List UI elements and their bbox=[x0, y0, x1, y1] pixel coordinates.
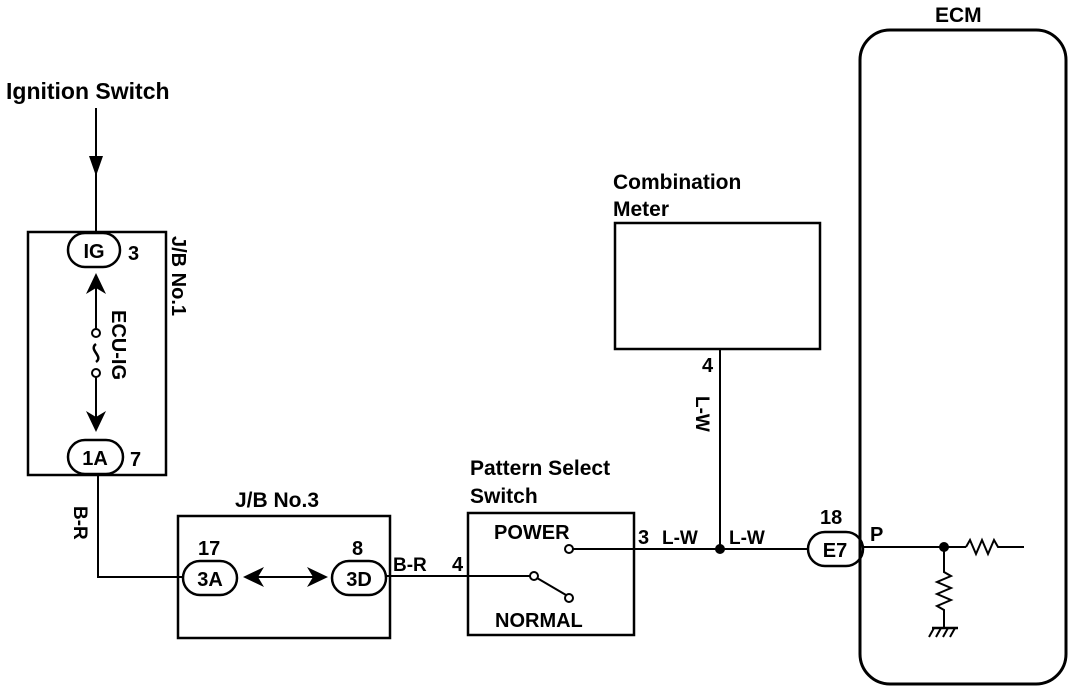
meter-pin: 4 bbox=[702, 355, 714, 377]
connector-1a-label: 1A bbox=[82, 448, 108, 470]
jb3-right-pin: 8 bbox=[352, 538, 363, 560]
switch-title-line2: Switch bbox=[470, 485, 538, 508]
connector-3a bbox=[181, 559, 239, 597]
connector-e7-label: E7 bbox=[823, 540, 847, 562]
switch-power-terminal bbox=[564, 544, 574, 554]
connector-3d-label: 3D bbox=[346, 569, 372, 591]
feed-arrow-icon bbox=[89, 156, 103, 176]
ignition-switch-label: Ignition Switch bbox=[6, 78, 170, 104]
connector-1a bbox=[66, 438, 125, 476]
switch-title-line1: Pattern Select bbox=[470, 457, 610, 480]
chevron-right-icon bbox=[307, 567, 328, 587]
br-wire-1-label: B-R bbox=[69, 506, 90, 540]
resistor-vertical-icon bbox=[934, 547, 954, 628]
chevron-left-icon bbox=[243, 567, 264, 587]
fuse-terminal-top bbox=[91, 328, 101, 338]
combination-meter-box bbox=[613, 221, 822, 351]
ecm-pin: 18 bbox=[820, 507, 842, 529]
switch-power-label: POWER bbox=[494, 522, 570, 544]
jb3-label: J/B No.3 bbox=[235, 489, 319, 512]
connector-3a-label: 3A bbox=[197, 569, 223, 591]
resistor-horizontal-icon bbox=[965, 537, 1024, 557]
switch-out-pin: 3 bbox=[638, 527, 649, 549]
connector-3d bbox=[330, 559, 388, 597]
lw-wire-vertical-label: L-W bbox=[691, 396, 712, 432]
jb3-left-pin: 17 bbox=[198, 538, 220, 560]
ig-pin: 3 bbox=[128, 243, 139, 265]
fuse-icon bbox=[92, 343, 100, 363]
connector-e7 bbox=[806, 530, 865, 568]
br-wire-1 bbox=[97, 474, 182, 578]
connector-1a-pin: 7 bbox=[130, 449, 141, 471]
ig-connector-label: IG bbox=[83, 241, 104, 263]
ground-icon bbox=[928, 626, 958, 638]
chevron-up-icon bbox=[86, 273, 106, 294]
br-wire-2-label: B-R bbox=[393, 555, 427, 576]
ecm-box bbox=[858, 28, 1068, 686]
ecm-terminal: P bbox=[870, 524, 883, 546]
chevron-down-icon bbox=[86, 411, 106, 432]
switch-normal-terminal bbox=[564, 593, 574, 603]
ecm-title: ECM bbox=[935, 4, 982, 27]
lw-wire-left-label: L-W bbox=[662, 528, 698, 549]
switch-normal-label: NORMAL bbox=[495, 610, 583, 632]
fuse-terminal-bottom bbox=[91, 368, 101, 378]
fuse-label: ECU-IG bbox=[107, 310, 129, 380]
switch-blade bbox=[536, 577, 567, 596]
lw-wire-right-label: L-W bbox=[729, 528, 765, 549]
meter-title-line2: Meter bbox=[613, 198, 669, 221]
ig-connector bbox=[66, 231, 122, 269]
jb1-label: J/B No.1 bbox=[167, 236, 189, 316]
switch-box bbox=[466, 511, 636, 637]
switch-in-pin: 4 bbox=[452, 554, 464, 576]
meter-title-line1: Combination bbox=[613, 171, 741, 194]
switch-pivot-terminal bbox=[529, 571, 539, 581]
